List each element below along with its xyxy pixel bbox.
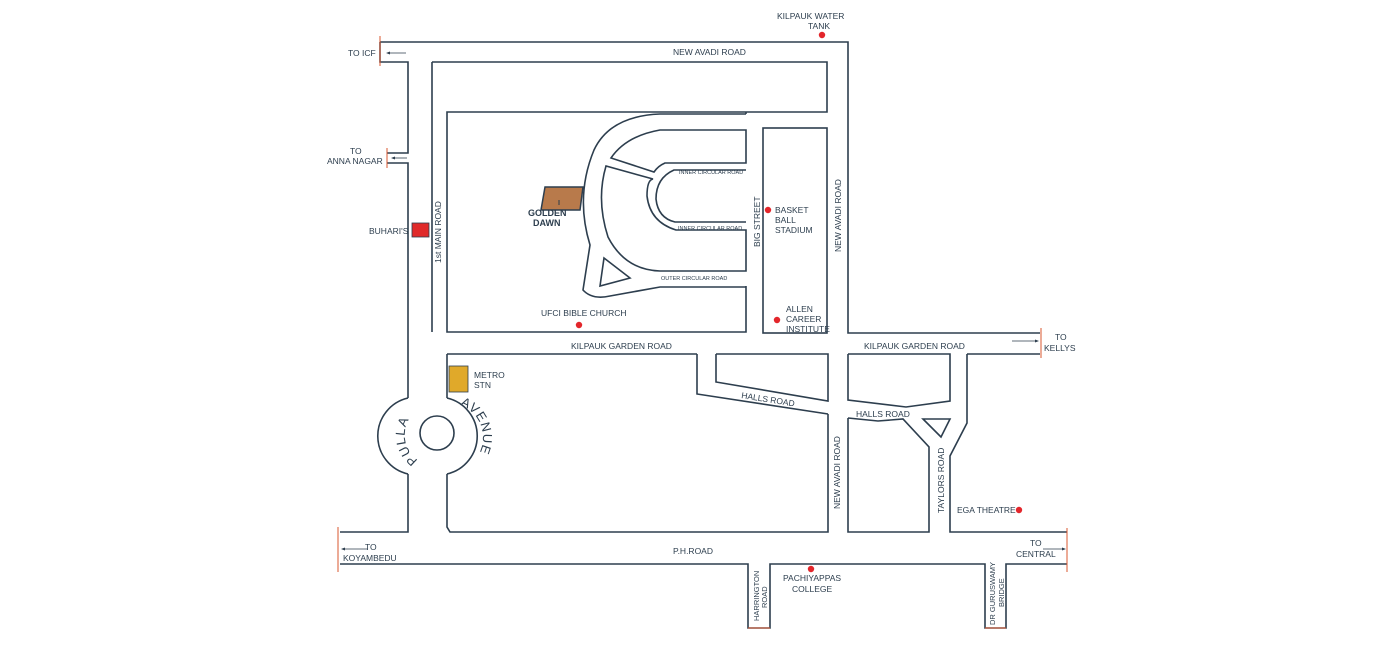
inner-circular-road-label-2: INNER CIRCULAR ROAD: [678, 226, 742, 232]
pachiyappas-college-dot-icon[interactable]: [807, 565, 815, 573]
pulla-text: PULLA: [393, 414, 419, 469]
kilpauk-garden-road-right-label: KILPAUK GARDEN ROAD: [864, 341, 965, 351]
allen-institute-dot-icon[interactable]: [773, 316, 781, 324]
ega-theatre-dot-icon[interactable]: [1015, 506, 1023, 514]
to-anna-nagar-label-2: ANNA NAGAR: [327, 156, 383, 166]
roundabout-outer-right: [446, 397, 478, 475]
to-koyambedu-label-2: KOYAMBEDU: [343, 553, 397, 563]
allen-institute-label-1: ALLEN: [786, 304, 813, 314]
ufci-church-label: UFCI BIBLE CHURCH: [541, 308, 626, 318]
new-avadi-road-top-edge: [380, 41, 1040, 334]
new-avadi-road-top-label: NEW AVADI ROAD: [673, 47, 746, 57]
exit-markers: [337, 36, 1068, 629]
basketball-stadium-dot-icon[interactable]: [764, 206, 772, 214]
ega-theatre-label: EGA THEATRE: [957, 505, 1016, 515]
buharis-marker-icon[interactable]: [411, 222, 430, 238]
new-avadi-road-right-label: NEW AVADI ROAD: [833, 179, 843, 252]
gurus-bridge-label-1: DR GURUSWAMY: [988, 562, 997, 625]
big-street-block: [762, 127, 828, 334]
metro-station-marker-icon[interactable]: [448, 365, 469, 393]
big-street-label: BIG STREET: [752, 196, 762, 247]
anna-nagar-arrowhead-icon: [391, 156, 395, 160]
outer-circular-triangle: [599, 256, 632, 288]
to-central-label-2: CENTRAL: [1016, 549, 1056, 559]
halls-road-lower-block: [847, 417, 930, 533]
kilpauk-garden-road-left-label: KILPAUK GARDEN ROAD: [571, 341, 672, 351]
roundabout-center: [419, 415, 455, 451]
inner-block-bottom: [600, 165, 747, 272]
basketball-stadium-label-1: BASKET: [775, 205, 809, 215]
harrington-road-label-1: HARRINGTON: [752, 571, 761, 621]
to-icf-label: TO ICF: [348, 48, 376, 58]
to-kellys-label-1: TO: [1055, 332, 1067, 342]
water-tank-label-2: TANK: [808, 21, 830, 31]
halls-road-label-2: HALLS ROAD: [856, 409, 910, 419]
taylors-triangle: [921, 418, 952, 439]
water-tank-dot-icon[interactable]: [818, 31, 826, 39]
to-central-label-1: TO: [1030, 538, 1042, 548]
buharis-label: BUHARI'S: [369, 226, 409, 236]
direction-labels: TO ICF TO ANNA NAGAR TO KELLYS TO KOYAMB…: [327, 48, 1076, 563]
halls-road-block-1: [696, 354, 829, 415]
kellys-arrowhead-icon: [1035, 339, 1039, 343]
first-main-road-lower-left: [340, 474, 409, 533]
road-network: [340, 41, 1067, 629]
gurus-bridge-label-2: BRIDGE: [997, 578, 1006, 607]
halls-road-block-2: [715, 353, 829, 402]
outer-circular-curve: [582, 113, 746, 298]
allen-institute-label-2: CAREER: [786, 314, 821, 324]
to-koyambedu-label-1: TO: [365, 542, 377, 552]
avenue-text: AVENUE: [459, 394, 494, 457]
central-arrowhead-icon: [1062, 547, 1066, 551]
taylors-road-curve: [949, 354, 1067, 533]
ufci-church-dot-icon[interactable]: [575, 321, 583, 329]
new-avadi-road-inner-edge: [432, 61, 828, 333]
inner-circular-road-label-1: INNER CIRCULAR ROAD: [679, 170, 743, 176]
ph-road-bottom: [340, 563, 1067, 629]
new-avadi-road-lower-label: NEW AVADI ROAD: [832, 436, 842, 509]
pulla-ring-label: PULLA: [393, 414, 420, 469]
first-main-road-left: [387, 162, 409, 398]
golden-dawn-label-1: GOLDEN: [528, 208, 567, 218]
lower-block-left: [446, 414, 829, 533]
ph-road-label: P.H.ROAD: [673, 546, 713, 556]
outer-circular-road-label: OUTER CIRCULAR ROAD: [661, 276, 727, 282]
harrington-road-label-2: ROAD: [760, 586, 769, 608]
metro-station-label-2: STN: [474, 380, 491, 390]
koyambedu-arrowhead-icon: [341, 547, 345, 551]
road-labels: NEW AVADI ROAD 1st MAIN ROAD INNER CIRCU…: [393, 47, 1006, 625]
pachiyappas-college-label-2: COLLEGE: [792, 584, 832, 594]
icf-arrowhead-icon: [386, 51, 390, 55]
taylors-road-label: TAYLORS ROAD: [936, 448, 946, 513]
basketball-stadium-label-2: BALL: [775, 215, 796, 225]
golden-dawn-building-icon[interactable]: [540, 186, 584, 211]
icf-branch: [379, 42, 409, 154]
first-main-road-label: 1st MAIN ROAD: [433, 201, 443, 263]
to-anna-nagar-label-1: TO: [350, 146, 362, 156]
to-kellys-label-2: KELLYS: [1044, 343, 1076, 353]
roundabout-outer: [377, 397, 409, 475]
metro-station-label-1: METRO: [474, 370, 505, 380]
pachiyappas-college-label-1: PACHIYAPPAS: [783, 573, 841, 583]
water-tank-label-1: KILPAUK WATER: [777, 11, 844, 21]
inner-block-top: [609, 129, 747, 173]
allen-institute-label-3: INSTITUTE: [786, 324, 830, 334]
golden-dawn-label-2: DAWN: [533, 218, 561, 228]
inner-circle-ring: [655, 169, 746, 223]
landmark-shapes: [411, 31, 1023, 573]
kilpauk-garden-right-block: [847, 353, 951, 408]
landmark-labels: KILPAUK WATER TANK GOLDEN DAWN BUHARI'S …: [369, 11, 1016, 594]
basketball-stadium-label-3: STADIUM: [775, 225, 813, 235]
avenue-ring-label: AVENUE: [459, 394, 495, 457]
